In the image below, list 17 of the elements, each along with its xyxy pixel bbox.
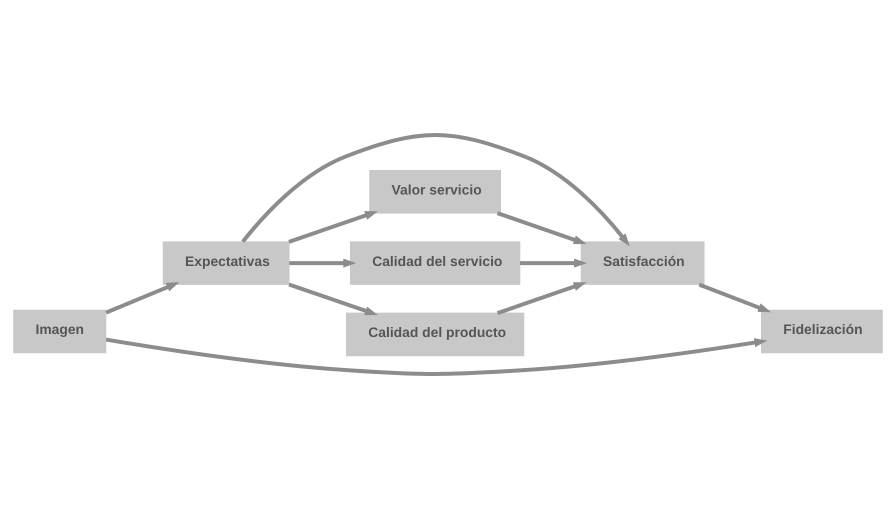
arrow xyxy=(288,282,378,315)
arrow xyxy=(289,258,356,268)
arrow xyxy=(520,258,587,268)
arrow xyxy=(241,132,630,246)
node-box: Satisfacción xyxy=(580,240,705,284)
arrow xyxy=(106,337,768,376)
node-box: Expectativas xyxy=(162,240,290,284)
arrow xyxy=(496,282,587,315)
node-box: Fidelización xyxy=(760,309,883,353)
node-box: Calidad del servicio xyxy=(350,240,520,284)
node-box: Calidad del producto xyxy=(346,312,524,356)
arrow xyxy=(496,210,587,244)
node-box: Imagen xyxy=(13,309,106,353)
arrow xyxy=(698,282,772,312)
arrow xyxy=(105,282,180,314)
arrow xyxy=(288,210,378,244)
node-box: Valor servicio xyxy=(369,170,501,214)
